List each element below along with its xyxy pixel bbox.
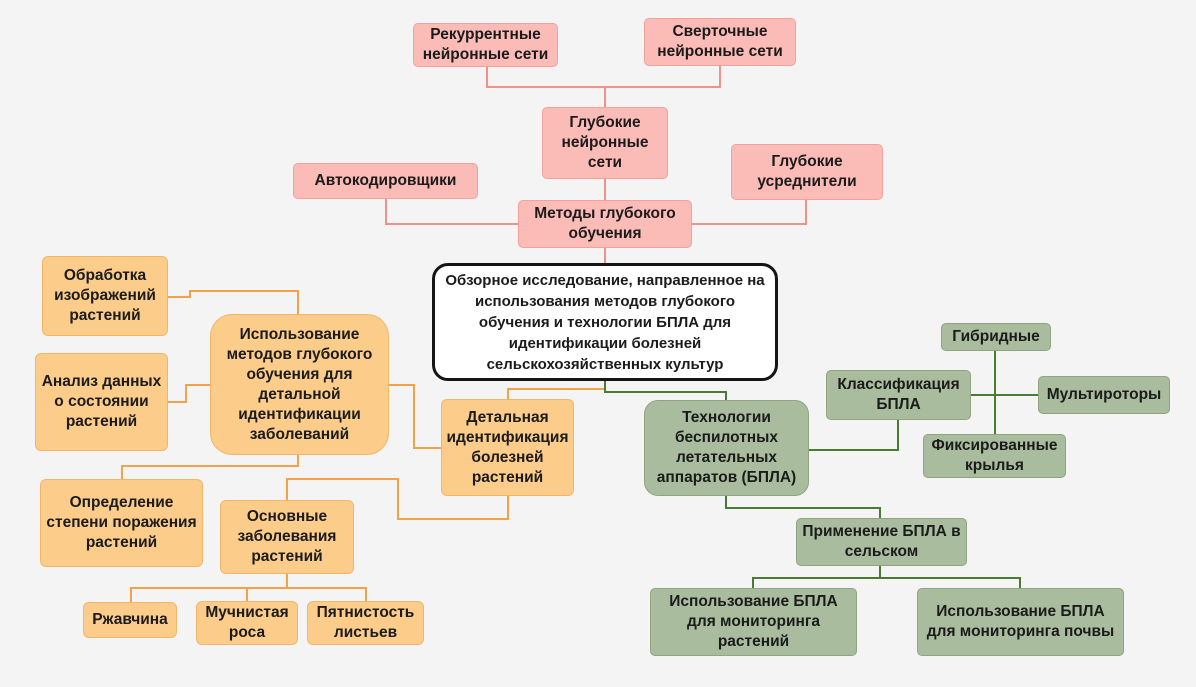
node-main-diseases[interactable]: Основные заболевания растений xyxy=(220,500,354,574)
connector-deepnets-recurrent-conv xyxy=(486,66,721,88)
node-powdery-mildew[interactable]: Мучнистая роса xyxy=(196,601,298,645)
node-damage-degree[interactable]: Определение степени поражения растений xyxy=(40,479,203,567)
node-deep-learning-methods[interactable]: Методы глубокого обучения xyxy=(518,200,692,248)
node-deep-averagers[interactable]: Глубокие усреднители xyxy=(731,144,883,200)
node-uav-application[interactable]: Применение БПЛА в сельском xyxy=(796,518,967,566)
connector-diseases-children xyxy=(130,587,367,602)
node-uav-soil-monitoring[interactable]: Использование БПЛА для мониторинга почвы xyxy=(917,588,1124,656)
connector-identification-diseases xyxy=(286,478,509,520)
connector-diseases-mildew xyxy=(246,574,288,601)
node-rust[interactable]: Ржавчина xyxy=(83,602,177,638)
node-hybrid[interactable]: Гибридные xyxy=(941,323,1051,351)
node-fixed-wing[interactable]: Фиксированные крылья xyxy=(923,434,1066,478)
connector-usedl-damage xyxy=(121,455,299,479)
connector-dl-averagers xyxy=(692,200,807,225)
node-uav-technologies[interactable]: Технологии беспилотных летательных аппар… xyxy=(644,400,809,496)
connector-dl-autoencoders xyxy=(385,199,518,225)
connector-application-monitoring xyxy=(752,577,1021,588)
node-deep-neural-networks[interactable]: Глубокие нейронные сети xyxy=(542,107,668,179)
node-convolutional-networks[interactable]: Сверточные нейронные сети xyxy=(644,18,796,66)
node-recurrent-networks[interactable]: Рекуррентные нейронные сети xyxy=(413,23,558,67)
node-uav-plant-monitoring[interactable]: Использование БПЛА для мониторинга расте… xyxy=(650,588,857,656)
node-dl-usage-identification[interactable]: Использование методов глубокого обучения… xyxy=(210,314,389,455)
node-uav-classification[interactable]: Классификация БПЛА xyxy=(826,370,971,420)
node-detailed-identification[interactable]: Детальная идентификация болезней растени… xyxy=(441,399,574,496)
node-multirotor[interactable]: Мультироторы xyxy=(1038,376,1170,414)
node-image-processing[interactable]: Обработка изображений растений xyxy=(42,256,168,336)
connector-identification-usedl xyxy=(389,384,441,449)
connector-uav-application xyxy=(725,496,881,518)
node-autoencoders[interactable]: Автокодировщики xyxy=(293,163,478,199)
central-topic[interactable]: Обзорное исследование, направленное на и… xyxy=(432,263,778,381)
connector-usedl-image xyxy=(168,290,299,314)
connector-uav-classification xyxy=(809,420,899,451)
connector-central-identification xyxy=(507,381,606,399)
node-leaf-spot[interactable]: Пятнистость листьев xyxy=(307,601,424,645)
node-state-data-analysis[interactable]: Анализ данных о состоянии растений xyxy=(35,353,168,451)
connector-usedl-analysis xyxy=(168,384,210,403)
connector-central-uav xyxy=(604,381,727,400)
